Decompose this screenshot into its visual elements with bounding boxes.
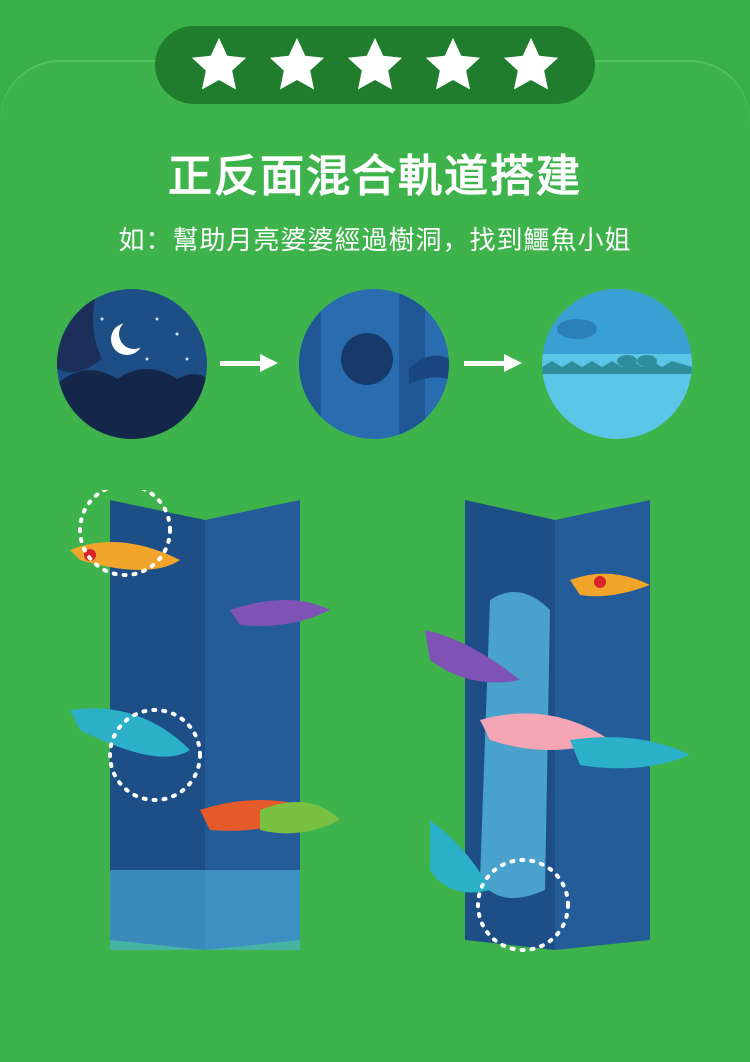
track-tower-front — [70, 490, 340, 950]
star-icon — [191, 37, 247, 90]
arrow-right-icon — [464, 354, 522, 372]
star-icon — [347, 37, 403, 90]
tree-hole-scene — [299, 289, 449, 439]
page-subtitle: 如：幫助月亮婆婆經過樹洞，找到鱷魚小姐 — [118, 226, 632, 256]
star-icon — [503, 37, 559, 90]
star-rating — [155, 26, 595, 104]
star-icon — [425, 37, 481, 90]
arrow-right-icon — [220, 354, 278, 372]
page-title: 正反面混合軌道搭建 — [168, 151, 582, 202]
crocodile-water-scene — [542, 289, 692, 439]
star-icon — [269, 37, 325, 90]
track-tower-back — [425, 500, 690, 952]
night-moon-scene — [57, 289, 207, 439]
